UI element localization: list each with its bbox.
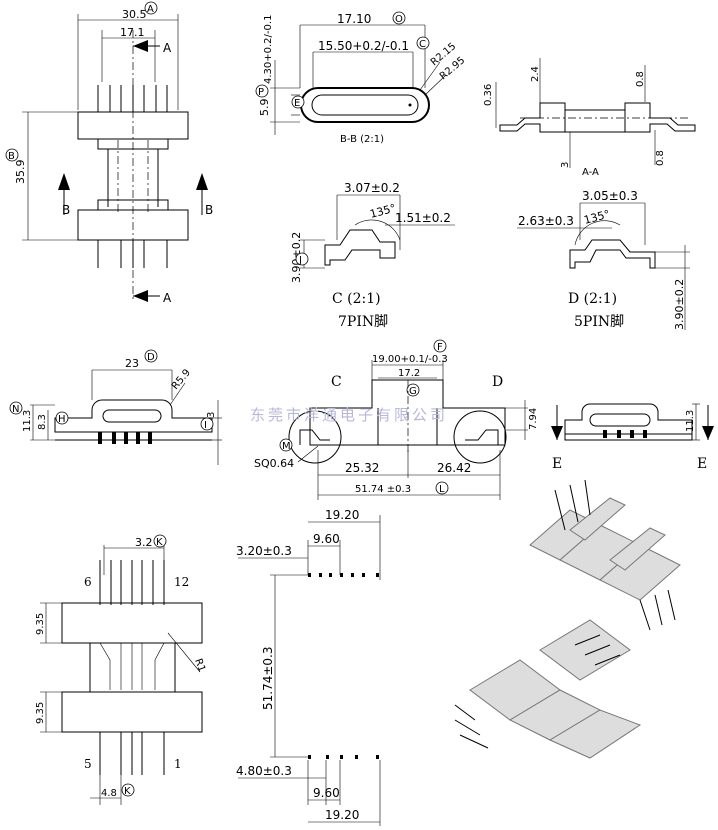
render-3d-upper (529, 479, 681, 631)
callout-k2: K (124, 786, 131, 797)
section-bb: 17.10 O 15.50+0.2/-0.1 C R2.15 R2.95 4.3… (255, 11, 467, 145)
detail-d: 3.05±0.3 2.63±0.3 135° 3.90±0.2 D (2:1) … (517, 189, 690, 330)
callout-l: L (439, 484, 445, 495)
dim-0-8-bottom: 0.8 (655, 150, 666, 166)
detail-c-dim2: 1.51±0.2 (395, 211, 451, 225)
callout-k: K (156, 537, 163, 548)
top-pins (97, 85, 168, 112)
section-aa-caption: A-A (582, 167, 599, 178)
front-left-dim: 25.32 (345, 461, 379, 475)
detail-c-angle: 135° (368, 201, 397, 220)
callout-o: O (395, 14, 403, 25)
dim-4-30: 4.30+0.2/-0.1 (263, 15, 274, 84)
detail-c-caption: C (2:1) (332, 291, 381, 307)
pin-label-12: 12 (174, 575, 189, 589)
detail-d-dim1: 3.05±0.3 (582, 189, 638, 203)
watermark: 东莞市洋通电子有限公司 (250, 406, 448, 424)
dim-17-1: 17.1 (120, 26, 145, 39)
end-view-h2: 8.3 (37, 414, 48, 430)
pcb-pads-top (308, 573, 379, 577)
dim-35-9: 35.9 (14, 160, 27, 185)
end-view-h3: 3 (206, 412, 217, 418)
section-a-bottom: A (163, 291, 172, 305)
pin-label-1: 1 (174, 757, 182, 771)
detail-c: 3.07±0.2 1.51±0.2 135° 3.90±0.2 J C (2:1… (290, 181, 455, 330)
label-e-left: E (552, 456, 562, 472)
label-d: D (492, 374, 503, 390)
pcb-top-w: 19.20 (325, 508, 359, 522)
front-top-dim: 19.00+0.1/-0.3 (372, 354, 448, 365)
label-e-right: E (697, 456, 707, 472)
render-3d-lower (454, 619, 642, 759)
callout-f: F (437, 342, 443, 353)
dim-17-10: 17.10 (337, 12, 371, 26)
dim-0-36: 0.36 (483, 84, 494, 106)
bottom-h-top: 9.35 (35, 613, 46, 635)
bottom-pins (97, 240, 168, 268)
bottom-view-pins-top (99, 560, 165, 605)
bottom-h-bottom: 9.35 (35, 702, 46, 724)
section-a-top: A (163, 41, 172, 55)
end-view-width: 23 (125, 357, 139, 370)
section-b-left: B (62, 203, 70, 217)
bottom-pitch: 3.2 (135, 536, 153, 549)
detail-d-caption: D (2:1) (568, 291, 617, 307)
callout-i: I (204, 420, 207, 431)
callout-n: N (12, 404, 19, 415)
top-view: 30.5 A 17.1 A B (5, 1, 213, 305)
dim-2-4: 2.4 (530, 66, 541, 82)
svg-text:B: B (8, 151, 15, 162)
callout-p: P (258, 87, 264, 98)
detail-d-dim3: 3.90±0.2 (673, 279, 686, 330)
pcb-top-pitch: 9.60 (313, 532, 340, 546)
callout-j: J (298, 255, 302, 266)
pcb-layout: 19.20 3.20±0.3 9.60 51.74±0.3 4.80± (236, 508, 381, 826)
front-view: C D 19.00+0.1/-0.3 F 17.2 G 7.94 25.32 2… (254, 339, 539, 500)
callout-h: H (58, 414, 66, 425)
bottom-dim-4-8: 4.8 (101, 788, 117, 799)
callout-d: D (147, 352, 155, 363)
end-view: 23 D R5.9 11.3 N 8.3 H 3 I (9, 349, 222, 465)
bottom-view: 3.2 K 6 12 R1 9.35 9.35 (35, 534, 207, 805)
callout-g: G (409, 386, 417, 397)
detail-c-pins: 7PIN脚 (338, 314, 388, 330)
end-view-pins (98, 432, 152, 444)
dim-15-50: 15.50+0.2/-0.1 (318, 39, 409, 53)
section-bb-caption: B-B (2:1) (340, 134, 384, 145)
end-view-h1: 11.3 (22, 410, 33, 432)
pcb-bottom-offset: 4.80±0.3 (236, 764, 292, 778)
callout-a: A (147, 4, 154, 15)
pin-label-6: 6 (84, 575, 92, 589)
pcb-pads-bottom (308, 755, 379, 759)
pcb-height: 51.74±0.3 (261, 647, 275, 711)
dim-30-5: 30.5 (122, 8, 147, 21)
bottom-view-pins-bottom (99, 732, 165, 775)
front-pin-dim: SQ0.64 (254, 457, 294, 470)
side-e-h: 11.3 (685, 410, 696, 432)
callout-e: E (294, 98, 300, 109)
side-view-e: E E 11.3 (551, 403, 714, 472)
front-mid-dim: 17.2 (398, 368, 420, 379)
front-side-dim: 7.94 (528, 408, 539, 430)
section-aa: 2.4 0.8 0.36 3 0.8 A-A (483, 58, 696, 178)
pin-label-5: 5 (84, 757, 92, 771)
section-b-right: B (205, 203, 213, 217)
detail-c-dim1: 3.07±0.2 (344, 181, 400, 195)
pcb-top-offset: 3.20±0.3 (236, 544, 292, 558)
detail-d-pins: 5PIN脚 (574, 314, 624, 330)
dim-0-8-top: 0.8 (635, 71, 646, 87)
callout-c: C (419, 39, 426, 50)
dim-3: 3 (560, 162, 571, 168)
callout-m: M (282, 441, 291, 452)
pcb-bottom-pitch: 9.60 (313, 786, 340, 800)
bottom-r1: R1 (192, 657, 207, 673)
front-total-dim: 51.74 ±0.3 (355, 484, 411, 495)
pcb-bottom-w: 19.20 (325, 808, 359, 822)
front-right-dim: 26.42 (437, 461, 471, 475)
detail-d-dim2: 2.63±0.3 (518, 214, 574, 228)
detail-d-angle: 135° (582, 207, 611, 226)
dim-5-9: 5.9 (258, 99, 271, 117)
label-c: C (331, 374, 342, 390)
